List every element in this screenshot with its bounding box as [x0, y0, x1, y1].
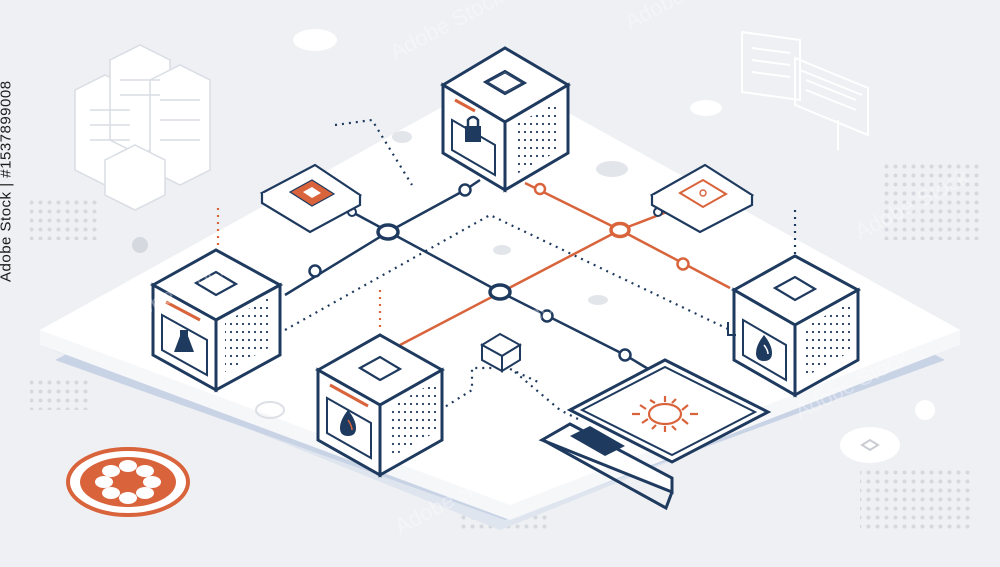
- window-icon: [741, 30, 869, 150]
- block-cube-left: [149, 248, 284, 393]
- key-chip-icon: [649, 163, 755, 234]
- server-stack-icon: [74, 44, 211, 211]
- watermark: Adobe Stock: [621, 0, 744, 34]
- block-cube-bottom: [314, 333, 446, 478]
- dot-field: [880, 160, 980, 240]
- dot-field: [860, 470, 970, 530]
- dashed-links: [216, 118, 797, 421]
- bg-ellipse: [588, 295, 608, 305]
- navy-links: [284, 178, 651, 372]
- chip-badge-icon: [840, 427, 900, 463]
- drop-icon: [340, 410, 356, 436]
- bg-ellipse: [255, 401, 285, 419]
- drop-icon: [756, 335, 772, 361]
- key-chip-icon: [259, 163, 363, 234]
- bg-ellipse: [596, 161, 628, 177]
- bg-ellipse: [493, 245, 511, 255]
- flower-badge-icon: [66, 447, 190, 517]
- watermark: Adobe Stock: [386, 0, 509, 64]
- stock-id-label: Adobe Stock | #1537899008: [0, 80, 15, 282]
- gear-icon: [632, 396, 698, 432]
- dot-field: [30, 380, 90, 410]
- padlock-icon: [465, 115, 481, 142]
- dot-field: [30, 200, 100, 240]
- bg-ellipse: [690, 100, 722, 116]
- link-nodes: [308, 182, 690, 362]
- bg-dot: [132, 237, 148, 253]
- chip-icon: [480, 332, 522, 373]
- bg-ellipse: [293, 29, 337, 51]
- block-cube-right: [727, 254, 862, 398]
- bg-ellipse: [392, 131, 412, 143]
- bg-dot: [915, 400, 935, 420]
- laptop-icon: [538, 358, 772, 511]
- flask-icon: [174, 330, 194, 352]
- block-cube-top: [440, 46, 571, 193]
